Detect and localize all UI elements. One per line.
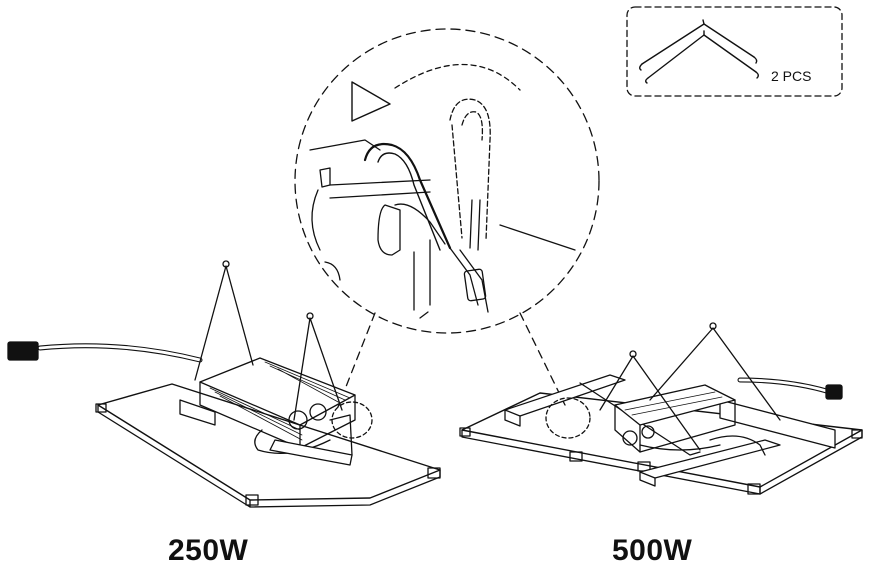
direction-arrow-icon (351, 81, 391, 122)
unit-500w (459, 322, 863, 495)
accessory-quantity: 2 PCS (771, 68, 812, 84)
hanger-hook-icon (639, 19, 759, 84)
magnified-detail-circle (294, 28, 600, 408)
model-label-250w: 250W (168, 534, 249, 567)
model-label-500w: 500W (612, 534, 693, 567)
unit-250w (7, 260, 441, 508)
accessory-box (626, 6, 843, 97)
